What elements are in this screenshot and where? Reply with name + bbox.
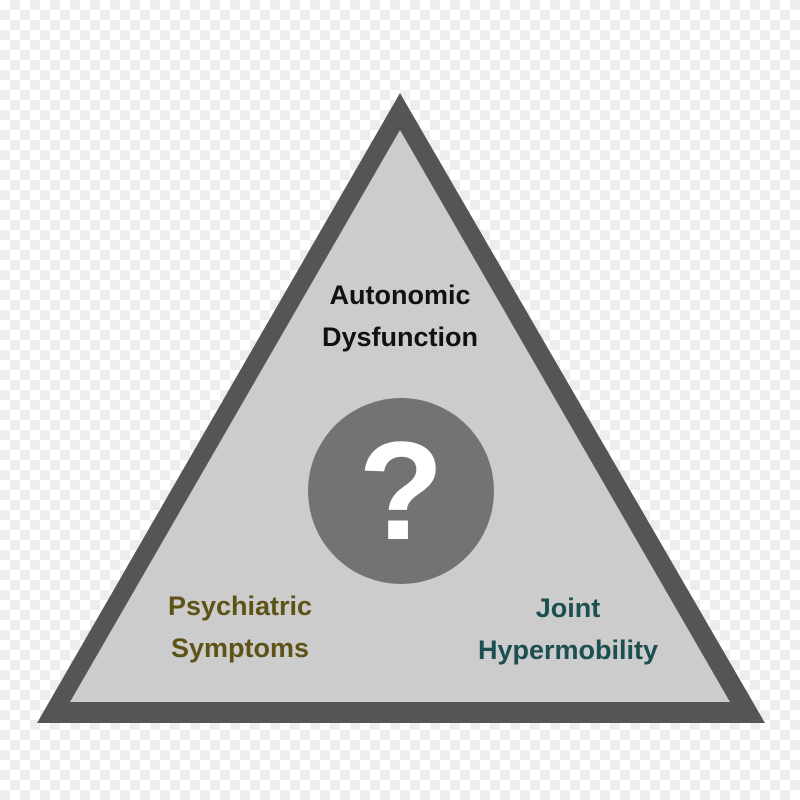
center-circle [308,398,494,584]
label-line: Joint [535,593,601,623]
label-line: Hypermobility [477,635,659,665]
label-line: Dysfunction [321,322,478,352]
label-line: Symptoms [170,633,310,663]
label-line: Psychiatric [167,591,313,621]
autonomic-dysfunction-label: Autonomic Dysfunction [250,274,550,358]
psychiatric-symptoms-label: Psychiatric Symptoms [110,585,370,669]
question-mark-icon: ? [358,412,444,569]
joint-hypermobility-label: Joint Hypermobility [428,587,708,671]
label-line: Autonomic [329,280,471,310]
